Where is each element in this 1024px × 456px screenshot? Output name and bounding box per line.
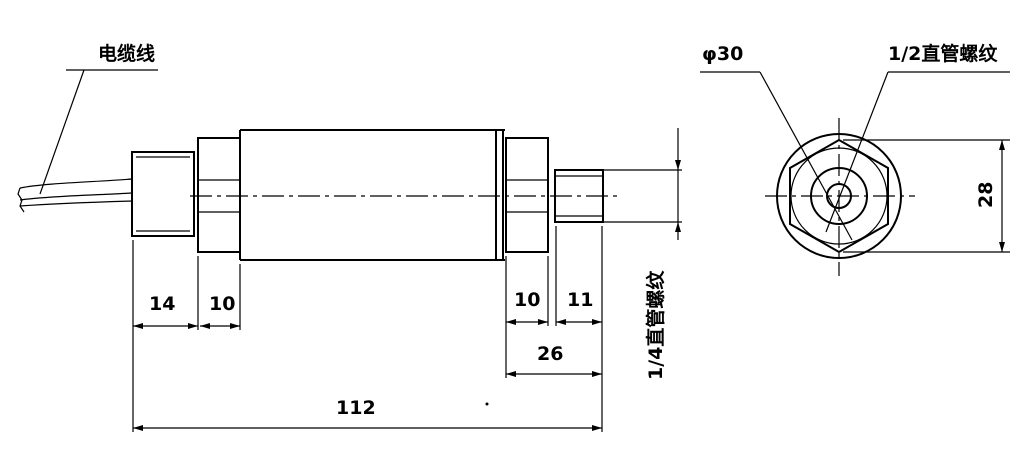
pipe-thread-small-label: 1/4直管螺纹 xyxy=(644,270,667,380)
thread-vertical-dimension xyxy=(603,128,682,240)
right-hex xyxy=(505,137,549,253)
cable-leader xyxy=(39,69,158,195)
left-hex xyxy=(197,137,241,253)
dim-14: 14 xyxy=(149,293,175,315)
dim-26: 26 xyxy=(537,343,563,365)
thread-leader xyxy=(825,71,889,233)
pipe-thread-large-label: 1/2直管螺纹 xyxy=(888,42,998,65)
end-hexagon xyxy=(789,138,889,254)
dimension-arrows xyxy=(133,319,602,431)
cable-wire xyxy=(17,178,133,213)
stray-dot xyxy=(485,402,489,406)
left-nut xyxy=(131,151,195,237)
diameter-label: φ30 xyxy=(702,43,743,65)
dim-10-left: 10 xyxy=(209,293,235,315)
height-dimension xyxy=(843,139,1010,253)
cable-label: 电缆线 xyxy=(98,42,155,65)
side-view xyxy=(17,69,682,432)
dim-11: 11 xyxy=(567,289,593,311)
end-view xyxy=(700,71,1010,276)
dim-112: 112 xyxy=(336,397,376,419)
dim-10-right: 10 xyxy=(514,289,540,311)
main-body xyxy=(239,129,505,261)
extension-lines xyxy=(132,226,603,432)
diameter-leader xyxy=(759,71,853,241)
dim-28: 28 xyxy=(975,182,997,208)
